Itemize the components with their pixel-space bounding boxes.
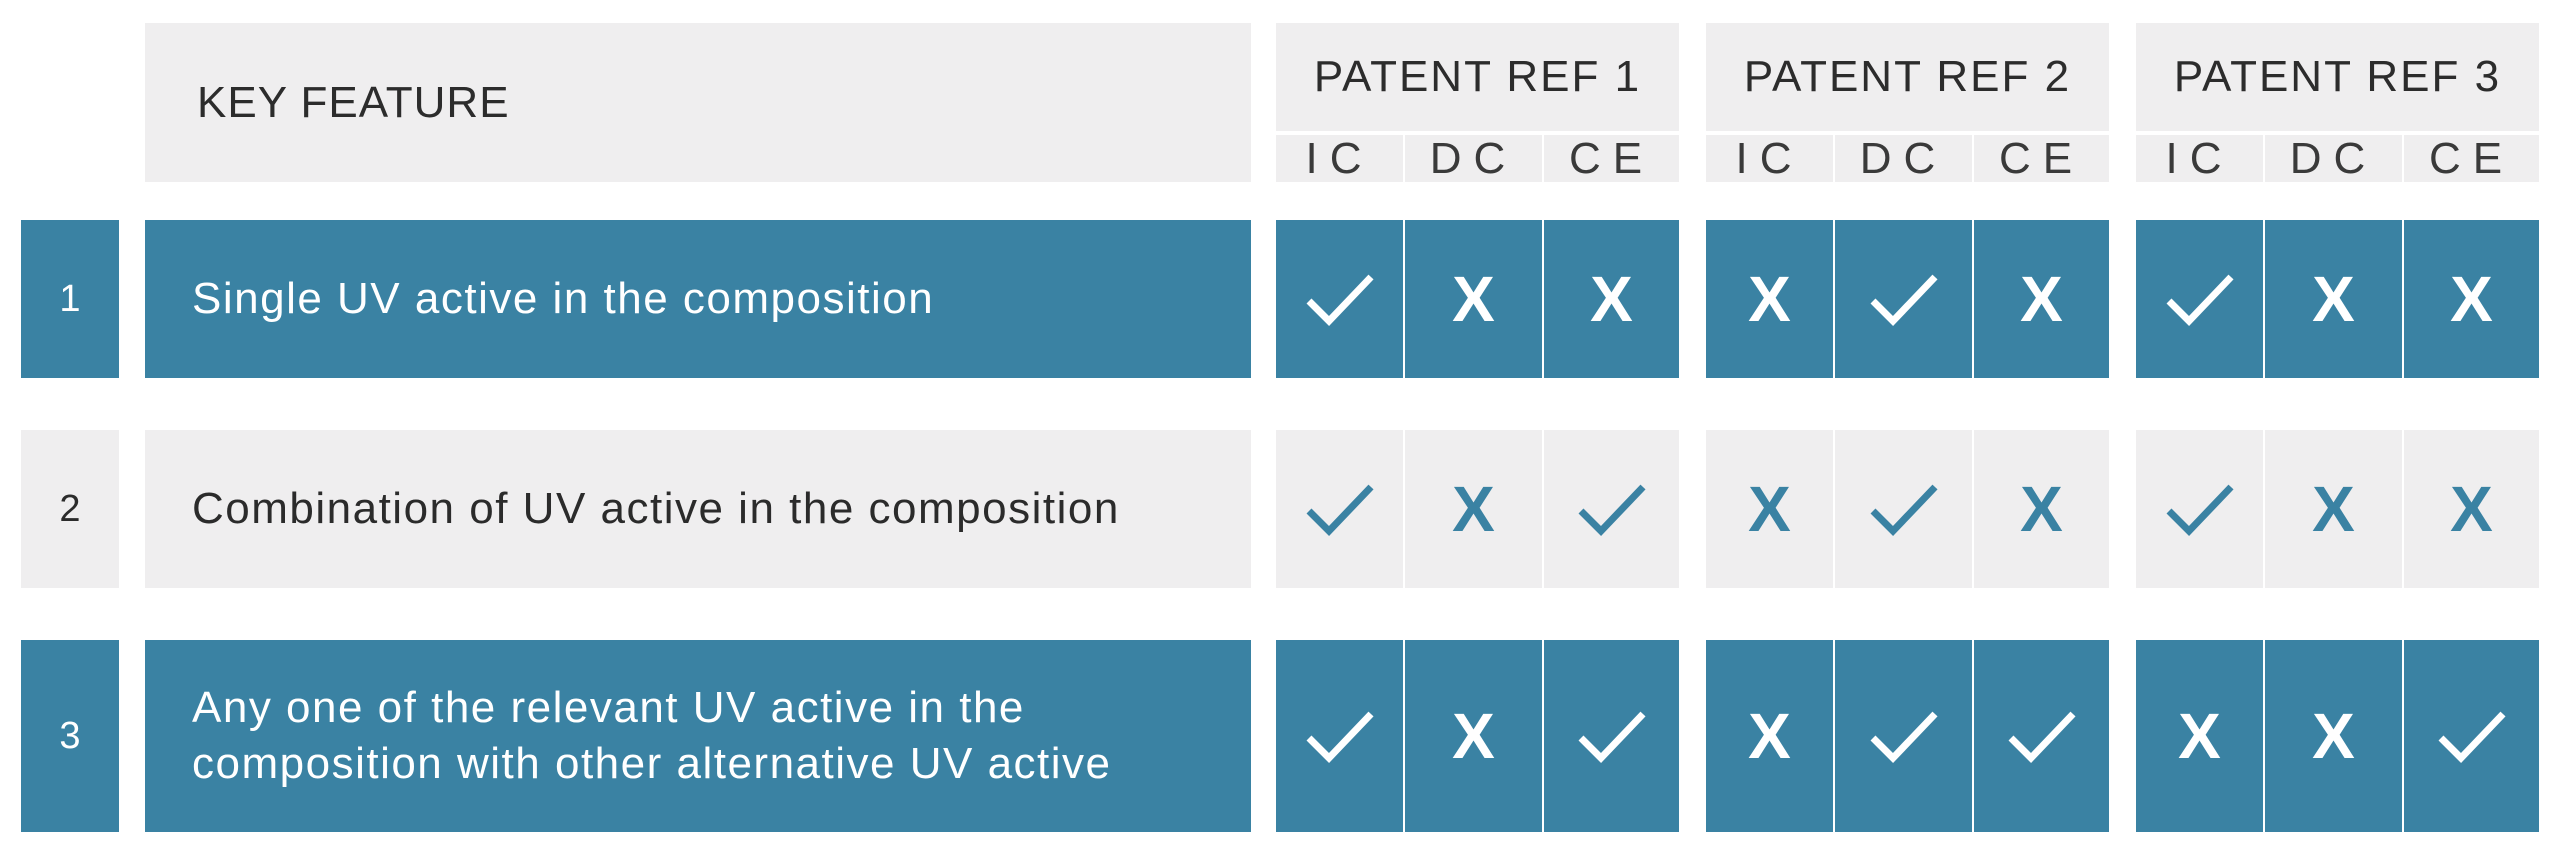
mark-cell: X: [2265, 220, 2402, 378]
mark-cell: [1835, 640, 1972, 832]
mark-cell: [2404, 640, 2539, 832]
sub-column-header-dc: DC: [1835, 134, 1972, 183]
mark-cell: X: [1405, 220, 1542, 378]
patent-ref-header: PATENT REF 2: [1706, 23, 2109, 131]
mark-cell: X: [1706, 640, 1833, 832]
mark-cell: [1974, 640, 2109, 832]
x-mark: X: [1748, 263, 1791, 335]
check-icon: [1870, 484, 1938, 537]
x-mark: X: [1452, 700, 1495, 772]
mark-cell: [2136, 430, 2263, 588]
sub-column-header-ce: CE: [2404, 134, 2539, 183]
mark-cell: X: [2404, 220, 2539, 378]
patent-ref-header: PATENT REF 1: [1276, 23, 1679, 131]
check-icon: [1578, 484, 1646, 537]
check-icon: [1306, 274, 1374, 327]
mark-cell: [1276, 430, 1403, 588]
mark-cell: [2136, 220, 2263, 378]
mark-cell: X: [1405, 430, 1542, 588]
mark-cell: X: [2404, 430, 2539, 588]
mark-cell: X: [1974, 430, 2109, 588]
row-number: 3: [21, 640, 119, 832]
sub-column-header-dc: DC: [2265, 134, 2402, 183]
x-mark: X: [1590, 263, 1633, 335]
mark-cell: X: [1405, 640, 1542, 832]
check-icon: [1578, 711, 1646, 764]
feature-description: Combination of UV active in the composit…: [145, 430, 1251, 588]
mark-cell: [1276, 220, 1403, 378]
x-mark: X: [1452, 473, 1495, 545]
sub-column-header-ic: IC: [1706, 134, 1833, 183]
mark-cell: X: [1706, 430, 1833, 588]
check-icon: [1306, 484, 1374, 537]
mark-cell: X: [2265, 640, 2402, 832]
x-mark: X: [2020, 473, 2063, 545]
patent-ref-header: PATENT REF 3: [2136, 23, 2539, 131]
mark-cell: [1544, 430, 1679, 588]
sub-column-header-ce: CE: [1544, 134, 1679, 183]
mark-cell: [1276, 640, 1403, 832]
row-number: 2: [21, 430, 119, 588]
mark-cell: X: [1544, 220, 1679, 378]
check-icon: [2438, 711, 2506, 764]
sub-column-header-ic: IC: [1276, 134, 1403, 183]
row-number: 1: [21, 220, 119, 378]
key-feature-header: KEY FEATURE: [145, 23, 1251, 182]
x-mark: X: [1748, 473, 1791, 545]
x-mark: X: [1452, 263, 1495, 335]
check-icon: [1870, 274, 1938, 327]
x-mark: X: [2178, 700, 2221, 772]
x-mark: X: [2312, 263, 2355, 335]
mark-cell: X: [1706, 220, 1833, 378]
check-icon: [2008, 711, 2076, 764]
x-mark: X: [2312, 473, 2355, 545]
mark-cell: X: [1974, 220, 2109, 378]
x-mark: X: [2312, 700, 2355, 772]
mark-cell: X: [2265, 430, 2402, 588]
check-icon: [1306, 711, 1374, 764]
x-mark: X: [2020, 263, 2063, 335]
x-mark: X: [2450, 263, 2493, 335]
mark-cell: [1835, 430, 1972, 588]
check-icon: [2166, 484, 2234, 537]
check-icon: [2166, 274, 2234, 327]
check-icon: [1870, 711, 1938, 764]
mark-cell: X: [2136, 640, 2263, 832]
mark-cell: [1835, 220, 1972, 378]
x-mark: X: [1748, 700, 1791, 772]
sub-column-header-dc: DC: [1405, 134, 1542, 183]
sub-column-header-ce: CE: [1974, 134, 2109, 183]
feature-description: Single UV active in the composition: [145, 220, 1251, 378]
feature-description: Any one of the relevant UV active in the…: [145, 640, 1251, 832]
sub-column-header-ic: IC: [2136, 134, 2263, 183]
x-mark: X: [2450, 473, 2493, 545]
mark-cell: [1544, 640, 1679, 832]
